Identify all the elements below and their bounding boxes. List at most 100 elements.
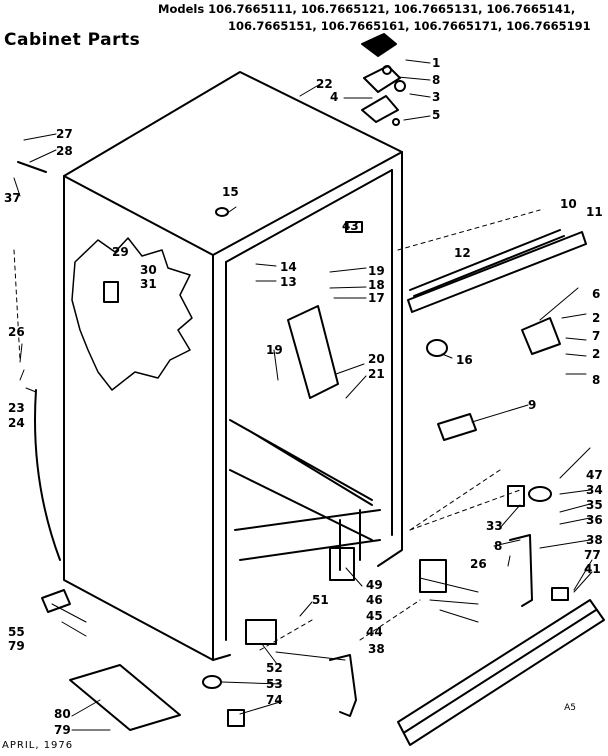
callout-15: 15 xyxy=(222,185,239,199)
leader-lines xyxy=(13,59,593,731)
drain-tube-24 xyxy=(34,389,61,561)
callout-labels: 1 2 2 3 4 5 6 7 8 8 8 9 10 11 12 13 14 1… xyxy=(4,56,603,737)
callout-3: 3 xyxy=(432,90,440,104)
svg-text:16: 16 xyxy=(456,353,473,367)
svg-text:1: 1 xyxy=(432,56,440,70)
callout-79-left: 79 xyxy=(8,639,25,653)
callout-41: 41 xyxy=(584,562,601,576)
svg-text:18: 18 xyxy=(368,278,385,292)
callout-13: 13 xyxy=(280,275,297,289)
svg-text:38: 38 xyxy=(368,642,385,656)
page-title: Cabinet Parts xyxy=(4,30,141,50)
callout-26-left: 26 xyxy=(8,325,25,339)
svg-text:2: 2 xyxy=(592,311,600,325)
toe-grille xyxy=(397,599,605,746)
svg-text:2: 2 xyxy=(592,347,600,361)
bracket-17 xyxy=(287,305,339,399)
svg-text:44: 44 xyxy=(366,625,383,639)
callout-35: 35 xyxy=(586,498,603,512)
svg-text:4: 4 xyxy=(330,90,338,104)
callout-79-lower: 79 xyxy=(54,723,71,737)
svg-text:74: 74 xyxy=(266,693,283,707)
callout-18: 18 xyxy=(368,278,385,292)
svg-text:31: 31 xyxy=(140,277,157,291)
callout-2-lower: 2 xyxy=(592,347,600,361)
svg-text:20: 20 xyxy=(368,352,385,366)
svg-text:23: 23 xyxy=(8,401,25,415)
callout-34: 34 xyxy=(586,483,603,497)
svg-text:9: 9 xyxy=(528,398,536,412)
bracket-38-upper xyxy=(509,534,533,607)
cabinet-body xyxy=(63,71,403,661)
callout-9: 9 xyxy=(528,398,536,412)
reference-code: A5 xyxy=(564,703,576,713)
svg-text:17: 17 xyxy=(368,291,385,305)
svg-text:46: 46 xyxy=(366,593,383,607)
callout-45: 45 xyxy=(366,609,383,623)
callout-2-upper: 2 xyxy=(592,311,600,325)
callout-7: 7 xyxy=(592,329,600,343)
svg-text:12: 12 xyxy=(454,246,471,260)
svg-text:30: 30 xyxy=(140,263,157,277)
callout-31: 31 xyxy=(140,277,157,291)
svg-text:79: 79 xyxy=(54,723,71,737)
svg-text:6: 6 xyxy=(592,287,600,301)
part-53 xyxy=(202,675,222,689)
date-footer: APRIL, 1976 xyxy=(2,740,74,751)
models-line-1: Models 106.7665111, 106.7665121, 106.766… xyxy=(158,2,576,16)
part-52 xyxy=(245,619,277,645)
part-77 xyxy=(551,587,569,601)
callout-46: 46 xyxy=(366,593,383,607)
callout-5: 5 xyxy=(432,108,440,122)
door-rails xyxy=(407,229,587,313)
part-45 xyxy=(419,559,447,593)
svg-text:26: 26 xyxy=(8,325,25,339)
callout-19-lower: 19 xyxy=(266,343,283,357)
svg-text:34: 34 xyxy=(586,483,603,497)
part-74 xyxy=(227,709,245,727)
callout-8-right: 8 xyxy=(592,373,600,387)
svg-text:15: 15 xyxy=(222,185,239,199)
svg-text:19: 19 xyxy=(368,264,385,278)
hidden-lines xyxy=(13,209,541,651)
svg-text:47: 47 xyxy=(586,468,603,482)
callout-30: 30 xyxy=(140,263,157,277)
svg-text:49: 49 xyxy=(366,578,383,592)
callout-12: 12 xyxy=(454,246,471,260)
callout-33: 33 xyxy=(486,519,503,533)
svg-text:14: 14 xyxy=(280,260,297,274)
svg-text:11: 11 xyxy=(586,205,603,219)
cutaway-region xyxy=(71,237,193,391)
callout-49: 49 xyxy=(366,578,383,592)
callout-38-right: 38 xyxy=(586,533,603,547)
svg-text:43: 43 xyxy=(342,219,359,233)
svg-text:37: 37 xyxy=(4,191,21,205)
svg-text:27: 27 xyxy=(56,127,73,141)
callout-14: 14 xyxy=(280,260,297,274)
svg-text:55: 55 xyxy=(8,625,25,639)
callout-51: 51 xyxy=(312,593,329,607)
bracket-38-lower xyxy=(329,654,357,717)
callout-22: 22 xyxy=(316,77,333,91)
svg-text:8: 8 xyxy=(432,73,440,87)
part-43 xyxy=(345,221,363,233)
callout-29: 29 xyxy=(112,245,129,259)
svg-text:21: 21 xyxy=(368,367,385,381)
part-34 xyxy=(528,486,552,502)
callout-27: 27 xyxy=(56,127,73,141)
callout-20: 20 xyxy=(368,352,385,366)
part-9 xyxy=(437,413,477,441)
callout-16: 16 xyxy=(456,353,473,367)
callout-19-upper: 19 xyxy=(368,264,385,278)
part-33 xyxy=(507,485,525,507)
callout-47: 47 xyxy=(586,468,603,482)
callout-23: 23 xyxy=(8,401,25,415)
svg-text:38: 38 xyxy=(586,533,603,547)
callout-28: 28 xyxy=(56,144,73,158)
svg-text:51: 51 xyxy=(312,593,329,607)
svg-text:28: 28 xyxy=(56,144,73,158)
part-28 xyxy=(17,161,47,173)
svg-text:3: 3 xyxy=(432,90,440,104)
svg-text:8: 8 xyxy=(592,373,600,387)
